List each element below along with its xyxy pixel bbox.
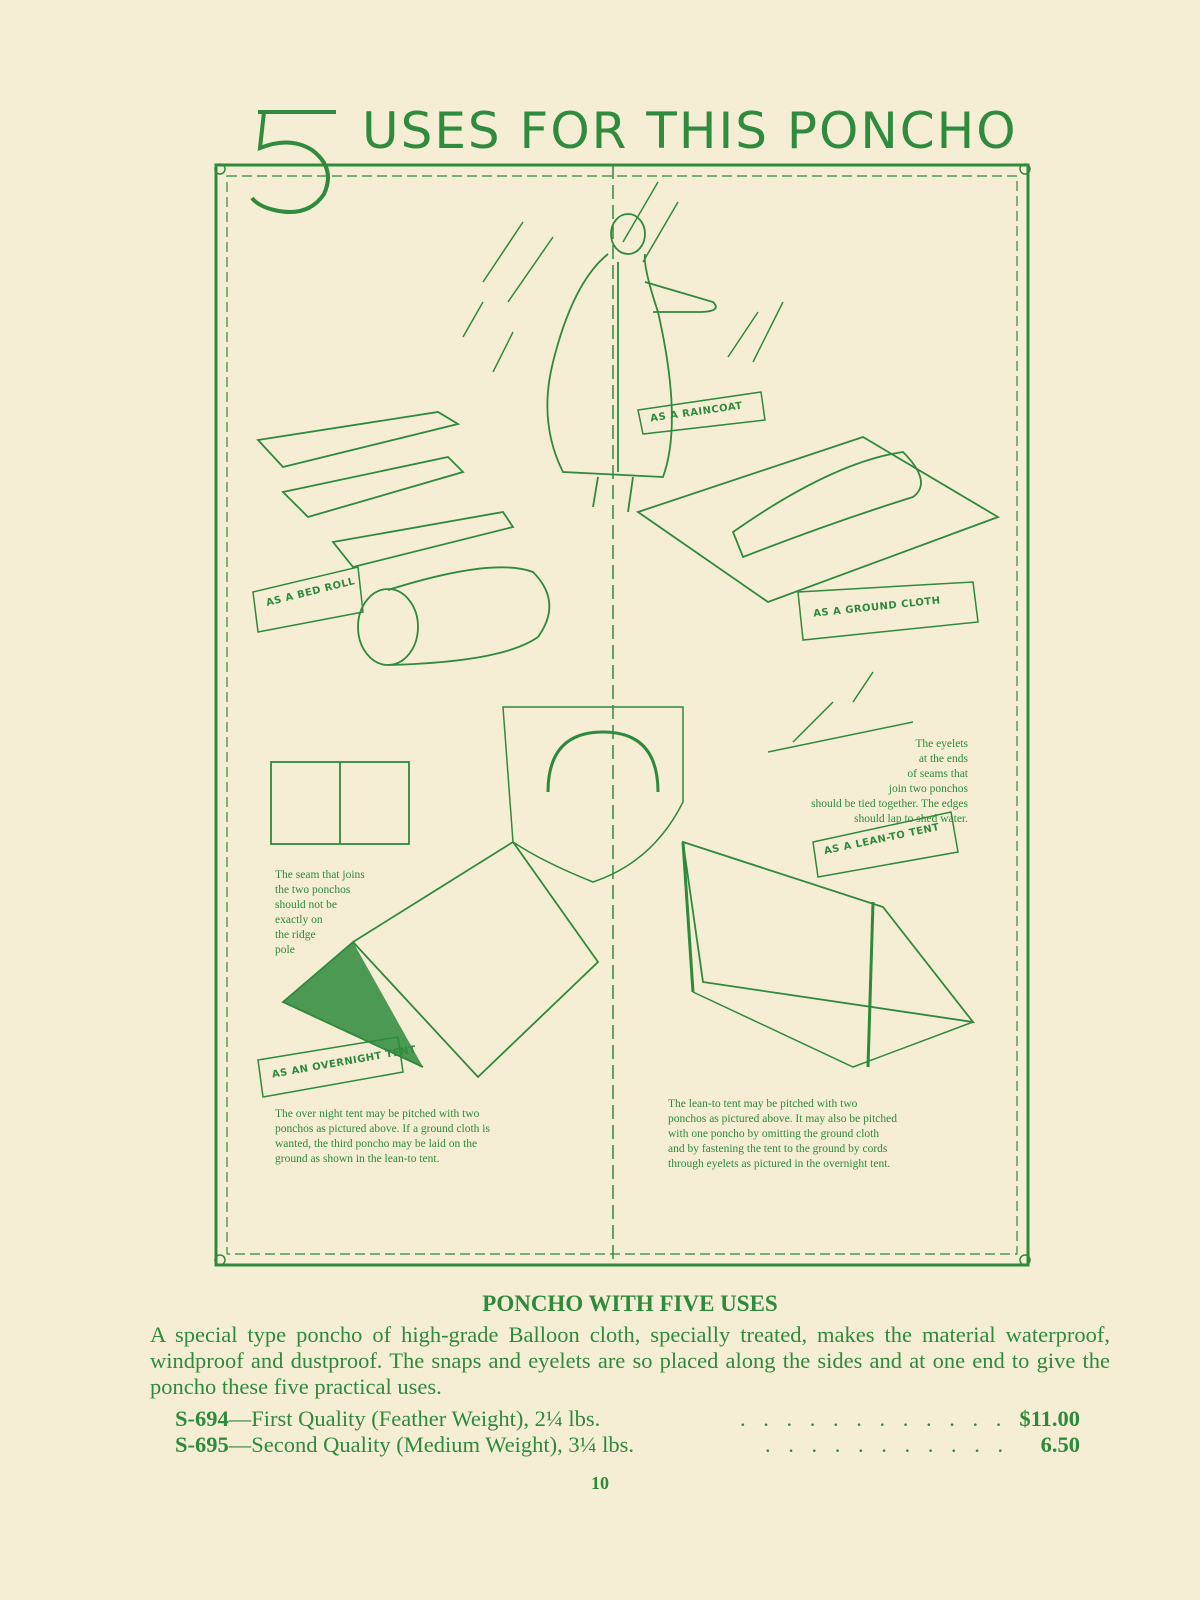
numeral-five [250,110,336,214]
product-description: A special type poncho of high-grade Ball… [150,1322,1110,1399]
item-code: S-695 [175,1432,229,1457]
item-label: —Second Quality (Medium Weight), 3¼ lbs. [228,1432,634,1457]
caption-lean-to-tent: The lean-to tent may be pitched with two… [668,1098,897,1170]
raincoat-figure [546,213,717,513]
price-row-s694: S-694—First Quality (Feather Weight), 2¼… [175,1406,1080,1432]
price-row-s695: S-695—Second Quality (Medium Weight), 3¼… [175,1432,1080,1458]
poncho-illustration: AS A RAINCOAT AS A BED ROLL AS A GROUND … [213,162,1039,1280]
item-code: S-694 [175,1406,229,1431]
bed-roll-drawing [256,411,551,666]
page-number: 10 [591,1473,609,1493]
leader-dots: . . . . . . . . . . . . [740,1406,1008,1431]
item-label: —First Quality (Feather Weight), 2¼ lbs. [228,1406,601,1431]
heading-title: USES FOR THIS PONCHO [362,102,1018,160]
caption-overnight-tent: The over night tent may be pitched with … [275,1108,490,1165]
illustration-drawing [214,163,1031,1267]
caption-seam: The seam that joins the two ponchos shou… [275,869,365,956]
item-price: $11.00 [1019,1406,1080,1431]
product-title: PONCHO WITH FIVE USES [482,1291,778,1316]
leader-dots: . . . . . . . . . . . [765,1432,1010,1457]
lean-to-tent-drawing [681,671,976,1068]
caption-eyelets: The eyelets at the ends of seams that jo… [811,738,968,825]
item-price: 6.50 [1040,1432,1080,1457]
ground-cloth-drawing [636,436,1001,604]
overnight-tent-drawing [270,706,684,1079]
page-heading: USES FOR THIS PONCHO [250,98,1050,218]
